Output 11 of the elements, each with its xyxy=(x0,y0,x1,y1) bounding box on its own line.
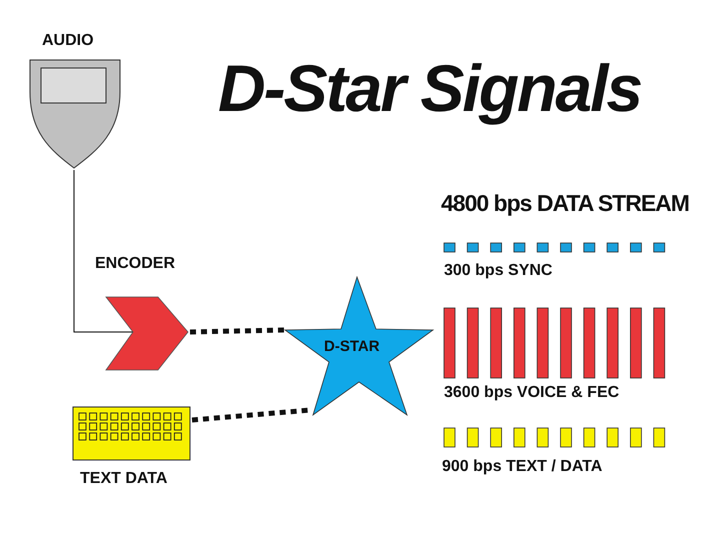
stream-label: 300 bps SYNC xyxy=(444,262,552,280)
node-label: AUDIO xyxy=(42,32,94,50)
title: D-Star Signals xyxy=(218,50,642,127)
node-label: D-STAR xyxy=(324,338,380,355)
stream-label: 900 bps TEXT / DATA xyxy=(442,458,602,476)
node-label: TEXT DATA xyxy=(80,470,168,488)
stream-label: 3600 bps VOICE & FEC xyxy=(444,384,620,402)
dotted-connector xyxy=(190,328,284,334)
connector-line xyxy=(74,170,134,332)
heading: 4800 bps DATA STREAM xyxy=(441,190,689,217)
node-label: ENCODER xyxy=(95,255,176,273)
